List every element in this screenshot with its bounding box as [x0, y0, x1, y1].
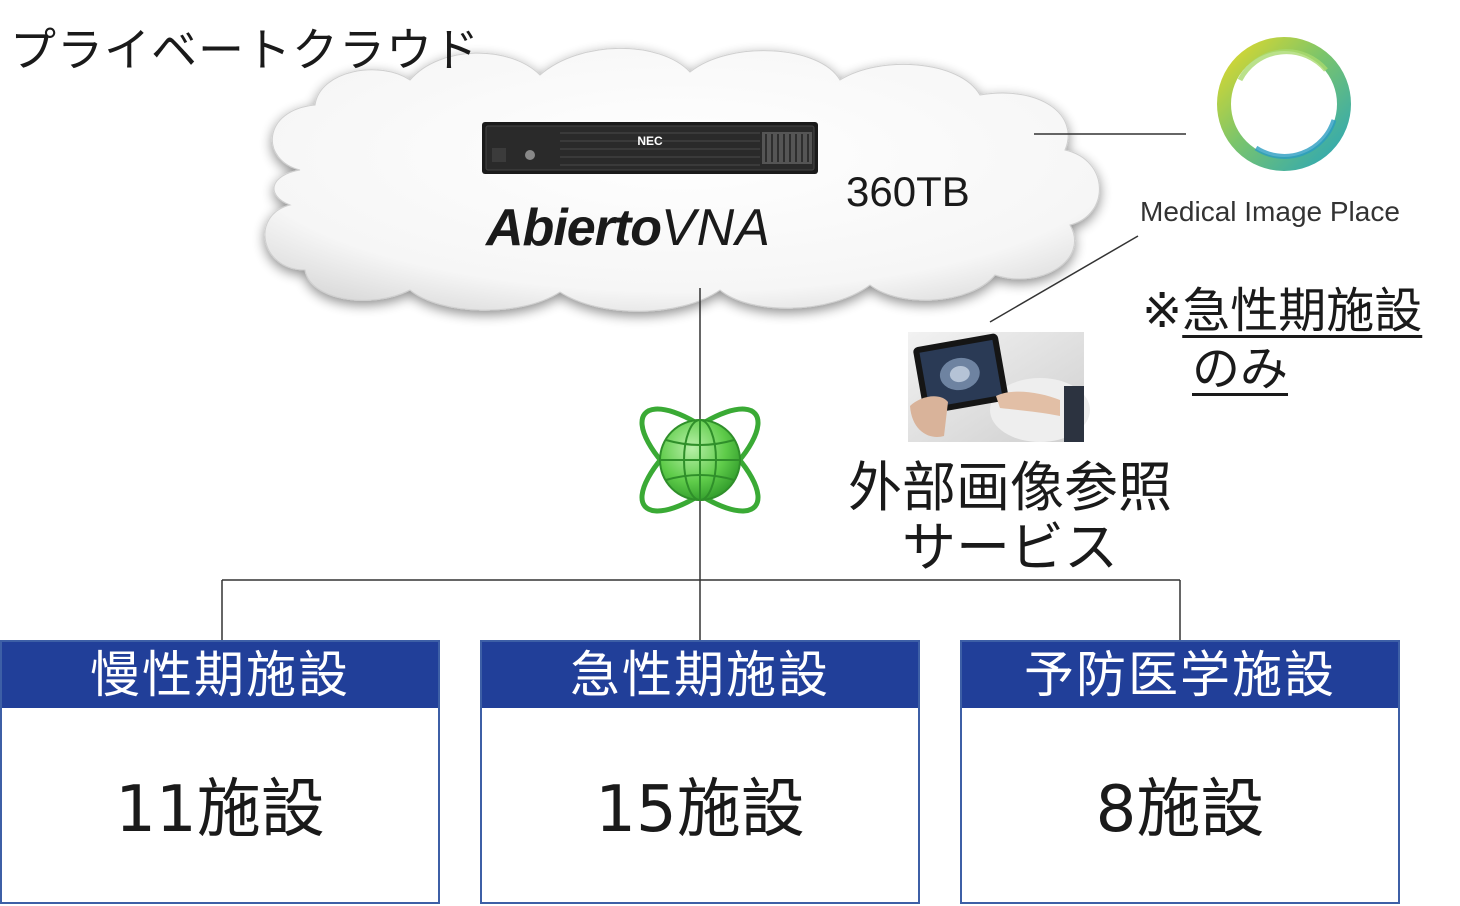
service-line1: 外部画像参照: [848, 456, 1172, 519]
product-name-light: VNA: [661, 199, 771, 257]
product-name: AbiertoVNA: [486, 198, 771, 258]
network-globe-icon: [639, 406, 761, 514]
external-image-service-label: 外部画像参照 サービス: [830, 458, 1190, 578]
private-cloud-shape: [264, 47, 1100, 312]
nec-server: NEC: [482, 122, 818, 174]
storage-capacity: 360TB: [846, 168, 970, 215]
facility-title: 慢性期施設: [2, 642, 438, 708]
medical-image-place-logo: [1217, 37, 1351, 171]
private-cloud-title: プライベートクラウド: [10, 23, 480, 77]
facility-title: 急性期施設: [482, 642, 918, 708]
tablet-viewer-photo: [908, 332, 1090, 442]
service-line2: サービス: [902, 516, 1118, 579]
facility-count: 11施設: [115, 773, 325, 847]
product-name-bold: Abierto: [486, 199, 662, 257]
facility-box-acute: 急性期施設 15施設: [480, 640, 920, 904]
note-line2: のみ: [1192, 341, 1289, 397]
medical-image-place-label: Medical Image Place: [1140, 196, 1400, 227]
server-brand-label: NEC: [637, 134, 663, 148]
facility-count: 15施設: [595, 773, 805, 847]
facility-title: 予防医学施設: [962, 642, 1398, 708]
note-line1: 急性期施設: [1182, 283, 1423, 339]
facility-box-preventive: 予防医学施設 8施設: [960, 640, 1400, 904]
acute-only-note: ※急性期施設 のみ: [1142, 282, 1422, 398]
facility-box-chronic: 慢性期施設 11施設: [0, 640, 440, 904]
facility-count: 8施設: [1095, 773, 1265, 847]
note-mark: ※: [1142, 283, 1183, 339]
